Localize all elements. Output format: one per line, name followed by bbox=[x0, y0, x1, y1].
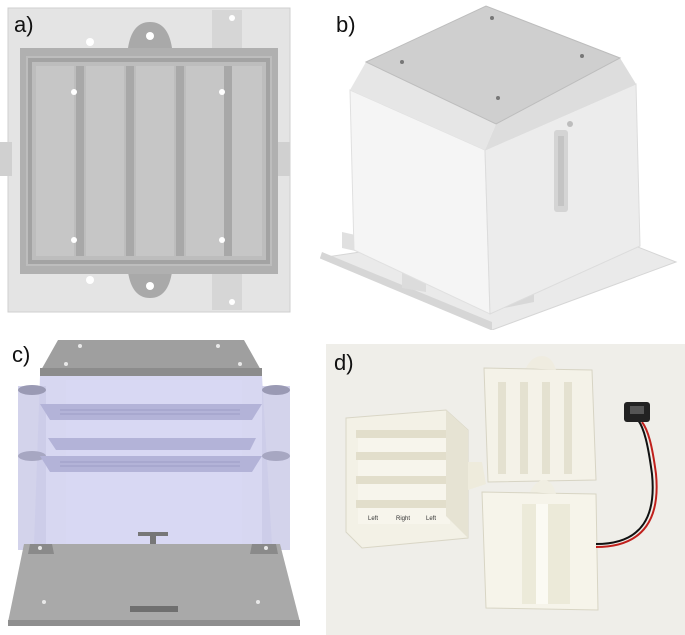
tray-marking-3: Left bbox=[426, 516, 436, 522]
tray-marking-2: Right bbox=[396, 516, 410, 522]
panel-d: Left Right Left d) bbox=[326, 344, 685, 635]
panel-c-render bbox=[8, 340, 300, 626]
panel-a-label: a) bbox=[14, 12, 34, 37]
panel-c-label: c) bbox=[12, 342, 31, 367]
panel-d-label: d) bbox=[334, 350, 354, 375]
panel-b-render bbox=[320, 5, 678, 330]
tray-marking-1: Left bbox=[368, 516, 378, 522]
panel-c: c) bbox=[0, 330, 310, 635]
panel-d-photo: Left Right Left bbox=[326, 344, 685, 635]
panel-a-render bbox=[0, 7, 291, 313]
panel-b: b) bbox=[320, 0, 685, 330]
panel-a: a) bbox=[0, 0, 300, 320]
panel-b-label: b) bbox=[336, 12, 356, 37]
